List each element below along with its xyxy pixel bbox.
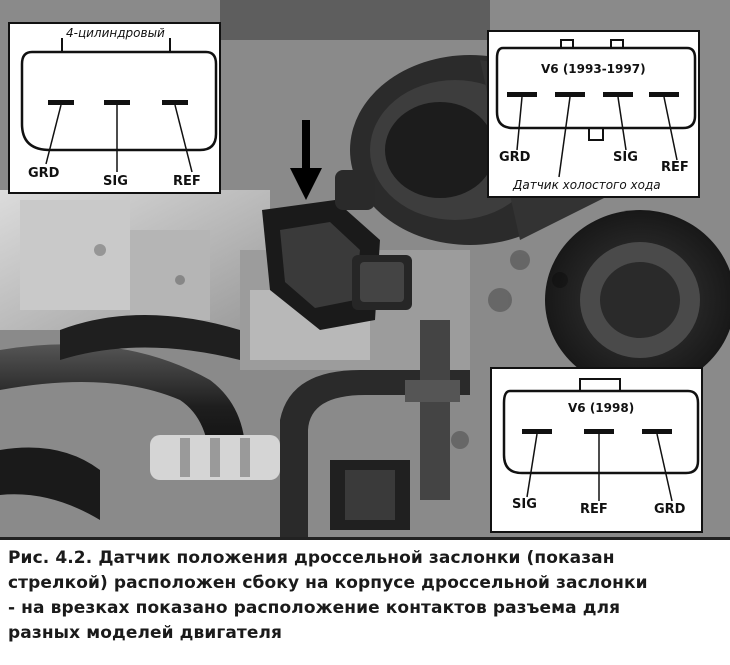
pin-label: GRD bbox=[654, 502, 686, 517]
connector-diagram-v6-1993-1997 bbox=[495, 39, 697, 178]
pin-label: SIG bbox=[103, 174, 128, 189]
pin-label: GRD bbox=[499, 150, 531, 165]
pin-label: REF bbox=[580, 502, 608, 517]
caption-line: - на врезках показано расположение конта… bbox=[8, 598, 621, 618]
pin-label: REF bbox=[173, 174, 201, 189]
connector-diagram-4-cylinder bbox=[20, 38, 218, 173]
figure-caption: Рис. 4.2. Датчик положения дроссельной з… bbox=[8, 546, 724, 646]
inset-title: 4-цилиндровый bbox=[66, 26, 165, 40]
idle-sensor-note: Датчик холостого хода bbox=[513, 178, 661, 192]
inset-title: V6 (1998) bbox=[568, 401, 635, 415]
caption-line: Рис. 4.2. Датчик положения дроссельной з… bbox=[8, 548, 615, 568]
pin-label: REF bbox=[661, 160, 689, 175]
inset-v6-1993-1997: V6 (1993-1997) GRD SIG REF Датчик холост… bbox=[487, 30, 700, 198]
inset-v6-1998: V6 (1998) SIG REF GRD bbox=[490, 367, 703, 533]
connector-diagram-v6-1998 bbox=[502, 378, 700, 502]
inset-title: V6 (1993-1997) bbox=[541, 62, 646, 76]
pin-label: SIG bbox=[512, 497, 537, 512]
inset-4-cylinder: 4-цилиндровый GRD SIG REF bbox=[8, 22, 221, 194]
pin-label: SIG bbox=[613, 150, 638, 165]
pin-label: GRD bbox=[28, 166, 60, 181]
caption-line: разных моделей двигателя bbox=[8, 623, 283, 643]
caption-line: стрелкой) расположен сбоку на корпусе др… bbox=[8, 573, 648, 593]
